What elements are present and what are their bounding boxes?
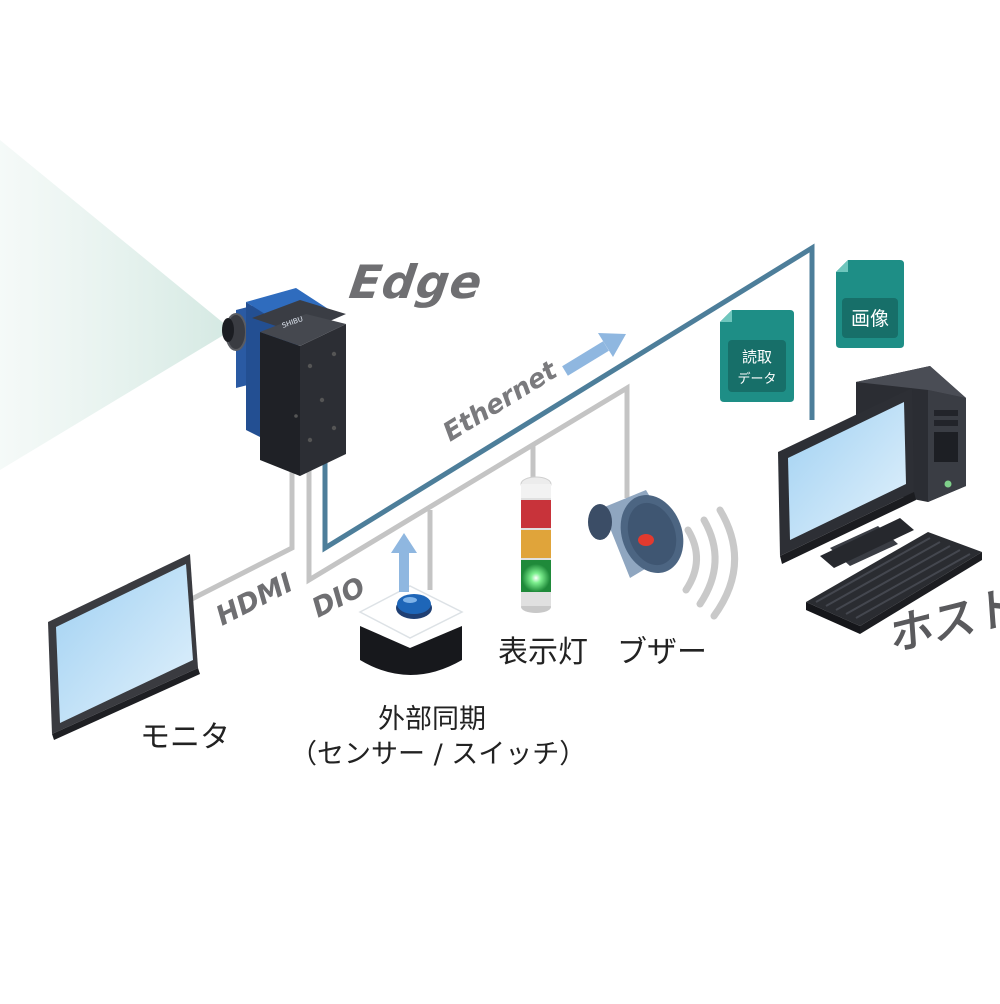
ethernet-arrow-icon [562,333,626,376]
read-data-icon: 読取 データ [720,310,794,402]
buzzer [588,490,684,578]
external-sync-sublabel: （センサー / スイッチ） [290,739,587,770]
edge-label: Edge [346,255,487,309]
indicator-lamp-label: 表示灯 [498,635,588,670]
dio-cable [306,383,630,585]
ethernet-cable [322,243,815,553]
image-label: 画像 [851,308,889,330]
image-data-icon: 画像 [836,260,904,348]
read-data-line1: 読取 [742,348,772,366]
monitor-label: モニタ [140,720,230,755]
sync-arrow-icon [391,533,417,592]
sound-waves-icon [682,506,739,620]
hdmi-label: HDMI [211,567,298,632]
read-data-line2: データ [737,371,776,387]
buzzer-label: ブザー [617,635,707,670]
dio-wiring [180,383,630,607]
external-sync-switch [358,585,464,675]
dio-label: DIO [307,571,370,624]
hdmi-cable [180,462,295,607]
monitor [48,554,200,740]
camera-field-of-view [0,140,232,470]
ethernet-label: Ethernet [438,355,564,448]
edge-camera: SHIBU [222,288,346,476]
host-pc [778,366,982,634]
external-sync-label: 外部同期 [378,704,486,735]
indicator-lamp [520,476,552,613]
